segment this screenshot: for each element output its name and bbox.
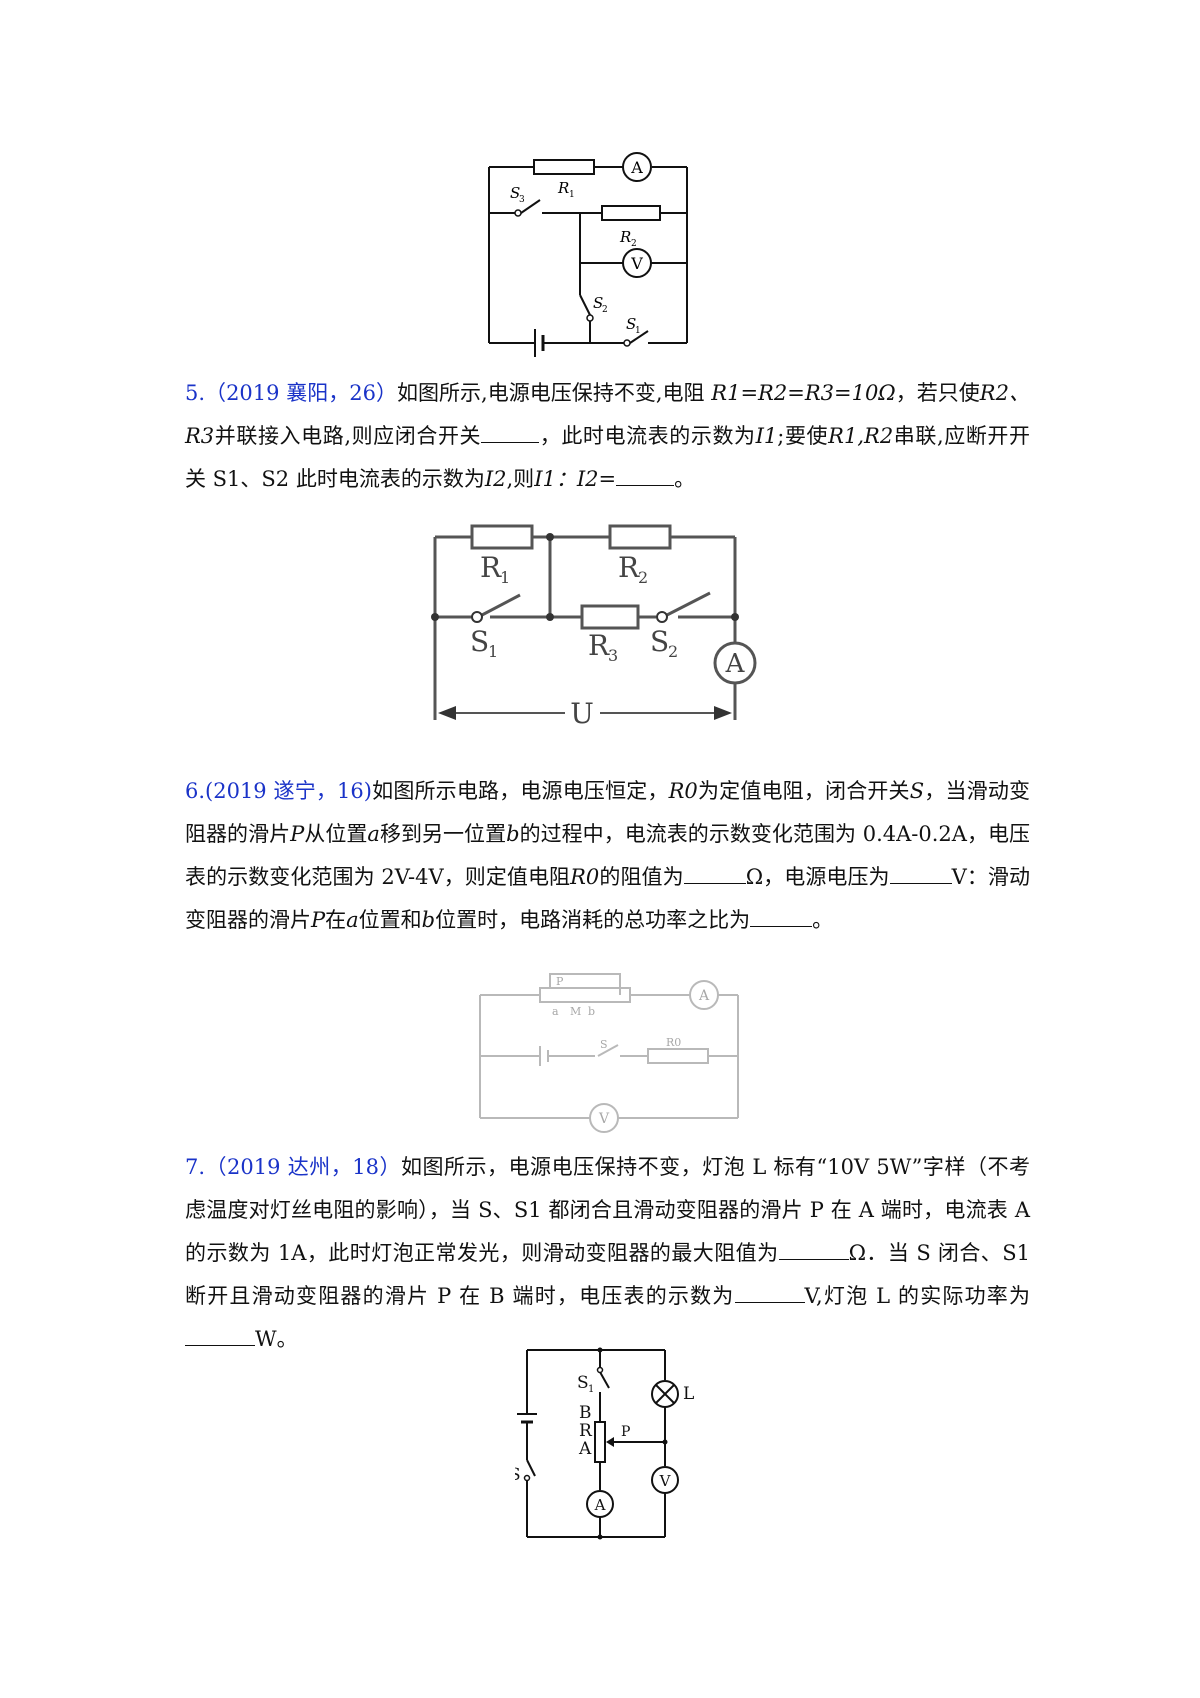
question-6: 6.(2019 遂宁，16)如图所示电路，电源电压恒定，R0为定值电阻，闭合开关… <box>185 779 1031 932</box>
svg-text:2: 2 <box>638 568 648 587</box>
question-source: 7.（2019 达州，18） <box>185 1155 401 1179</box>
s1-label: S <box>626 315 636 333</box>
svg-text:1: 1 <box>500 568 510 587</box>
s3-label: S <box>510 184 520 202</box>
svg-text:M: M <box>570 1005 581 1018</box>
ammeter-label: A <box>698 988 710 1004</box>
rheostat-r-label: R <box>579 1421 593 1441</box>
answer-blank[interactable] <box>185 1325 255 1346</box>
voltmeter-label: V <box>598 1111 610 1127</box>
question-source: 6.(2019 遂宁，16) <box>185 779 372 803</box>
answer-blank[interactable] <box>683 863 746 884</box>
resistance-equation: R1=R2=R3=10Ω <box>711 381 896 405</box>
answer-blank[interactable] <box>616 465 675 486</box>
svg-text:2: 2 <box>631 239 637 249</box>
question-5: 5.（2019 襄阳，26）如图所示,电源电压保持不变,电阻 R1=R2=R3=… <box>185 381 1030 491</box>
s1-label: S <box>470 625 489 658</box>
s1-label: S <box>577 1373 589 1393</box>
svg-text:1: 1 <box>588 1384 594 1395</box>
rheostat-b-label: B <box>579 1403 592 1423</box>
ammeter-label: A <box>594 1496 606 1514</box>
voltmeter-label: V <box>659 1472 672 1490</box>
ammeter-label: A <box>630 158 643 177</box>
circuit-diagram-2: R 1 R 2 R 3 S 1 S 2 A U <box>431 524 757 730</box>
circuit-diagram-1: A V R 1 R 2 S 3 S 2 S 1 <box>488 152 688 357</box>
rheostat-a-label: A <box>578 1439 592 1459</box>
r1-label: R <box>480 551 502 584</box>
switch-s-label: S <box>600 1038 608 1051</box>
r1-label: R <box>557 179 569 197</box>
svg-text:2: 2 <box>602 305 608 315</box>
voltmeter-label: V <box>630 254 643 273</box>
s2-label: S <box>650 625 669 658</box>
question-source: 5.（2019 襄阳，26） <box>185 381 397 405</box>
slider-p-label: P <box>621 1424 630 1440</box>
answer-blank[interactable] <box>750 906 813 927</box>
answer-blank[interactable] <box>734 1282 805 1303</box>
svg-text:1: 1 <box>635 326 641 336</box>
r3-label: R <box>588 629 610 662</box>
lamp-l-label: L <box>683 1384 694 1404</box>
answer-blank[interactable] <box>481 422 540 443</box>
r0-label: R0 <box>666 1036 681 1049</box>
slider-p-label: P <box>556 975 564 988</box>
svg-text:b: b <box>588 1005 595 1018</box>
r2-label: R <box>619 228 631 246</box>
answer-blank[interactable] <box>889 863 952 884</box>
switch-s-label: S <box>515 1465 521 1485</box>
svg-text:1: 1 <box>488 642 498 661</box>
ammeter-label: A <box>725 649 746 679</box>
answer-blank[interactable] <box>778 1239 849 1260</box>
svg-text:a: a <box>552 1005 559 1018</box>
question-7: 7.（2019 达州，18）如图所示，电源电压保持不变，灯泡 L 标有“10V … <box>185 1155 1030 1351</box>
svg-text:3: 3 <box>519 195 525 205</box>
s2-label: S <box>593 294 603 312</box>
circuit-diagram-4: S 1 B R A P L S A V <box>515 1347 694 1540</box>
circuit-diagram-3: P a M b S R0 A V <box>479 973 739 1133</box>
svg-text:3: 3 <box>608 646 618 665</box>
svg-text:1: 1 <box>569 190 575 200</box>
voltage-u-label: U <box>570 697 594 730</box>
r2-label: R <box>618 551 640 584</box>
svg-text:2: 2 <box>668 642 678 661</box>
